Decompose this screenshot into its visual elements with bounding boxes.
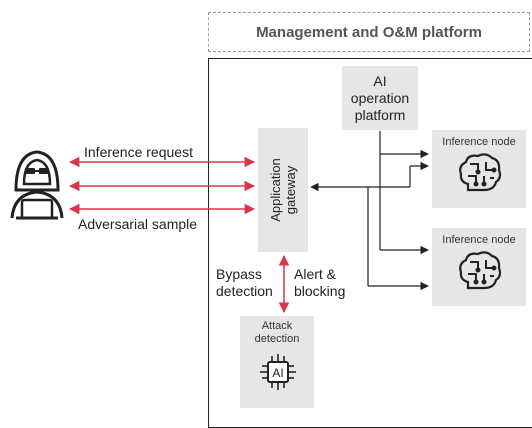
- attack-detection: Attack detection AI: [240, 316, 314, 408]
- application-gateway-label: Application gateway: [268, 158, 299, 222]
- hacker-icon: [10, 150, 64, 220]
- brain-circuit-icon: [459, 251, 502, 290]
- application-gateway: Application gateway: [258, 128, 308, 252]
- ai-chip-icon: AI: [260, 354, 296, 390]
- brain-circuit-icon: [459, 153, 502, 192]
- alert-blocking-label: Alert & blocking: [294, 266, 346, 299]
- connector-lines: [68, 131, 429, 314]
- management-platform-header: Management and O&M platform: [208, 12, 530, 52]
- inference-node-label: Inference node: [442, 234, 516, 246]
- inference-node-1: Inference node: [432, 130, 526, 208]
- chip-label: AI: [272, 366, 283, 380]
- inference-request-label: Inference request: [84, 144, 193, 160]
- inference-node-label: Inference node: [442, 136, 516, 148]
- attack-detection-label: Attack detection: [254, 320, 300, 345]
- bypass-detection-label: Bypass detection: [216, 266, 273, 299]
- ai-operation-platform-label: AI operation platform: [350, 72, 410, 123]
- adversarial-sample-label: Adversarial sample: [78, 216, 198, 232]
- inference-node-2: Inference node: [432, 228, 526, 306]
- ai-operation-platform: AI operation platform: [342, 66, 418, 130]
